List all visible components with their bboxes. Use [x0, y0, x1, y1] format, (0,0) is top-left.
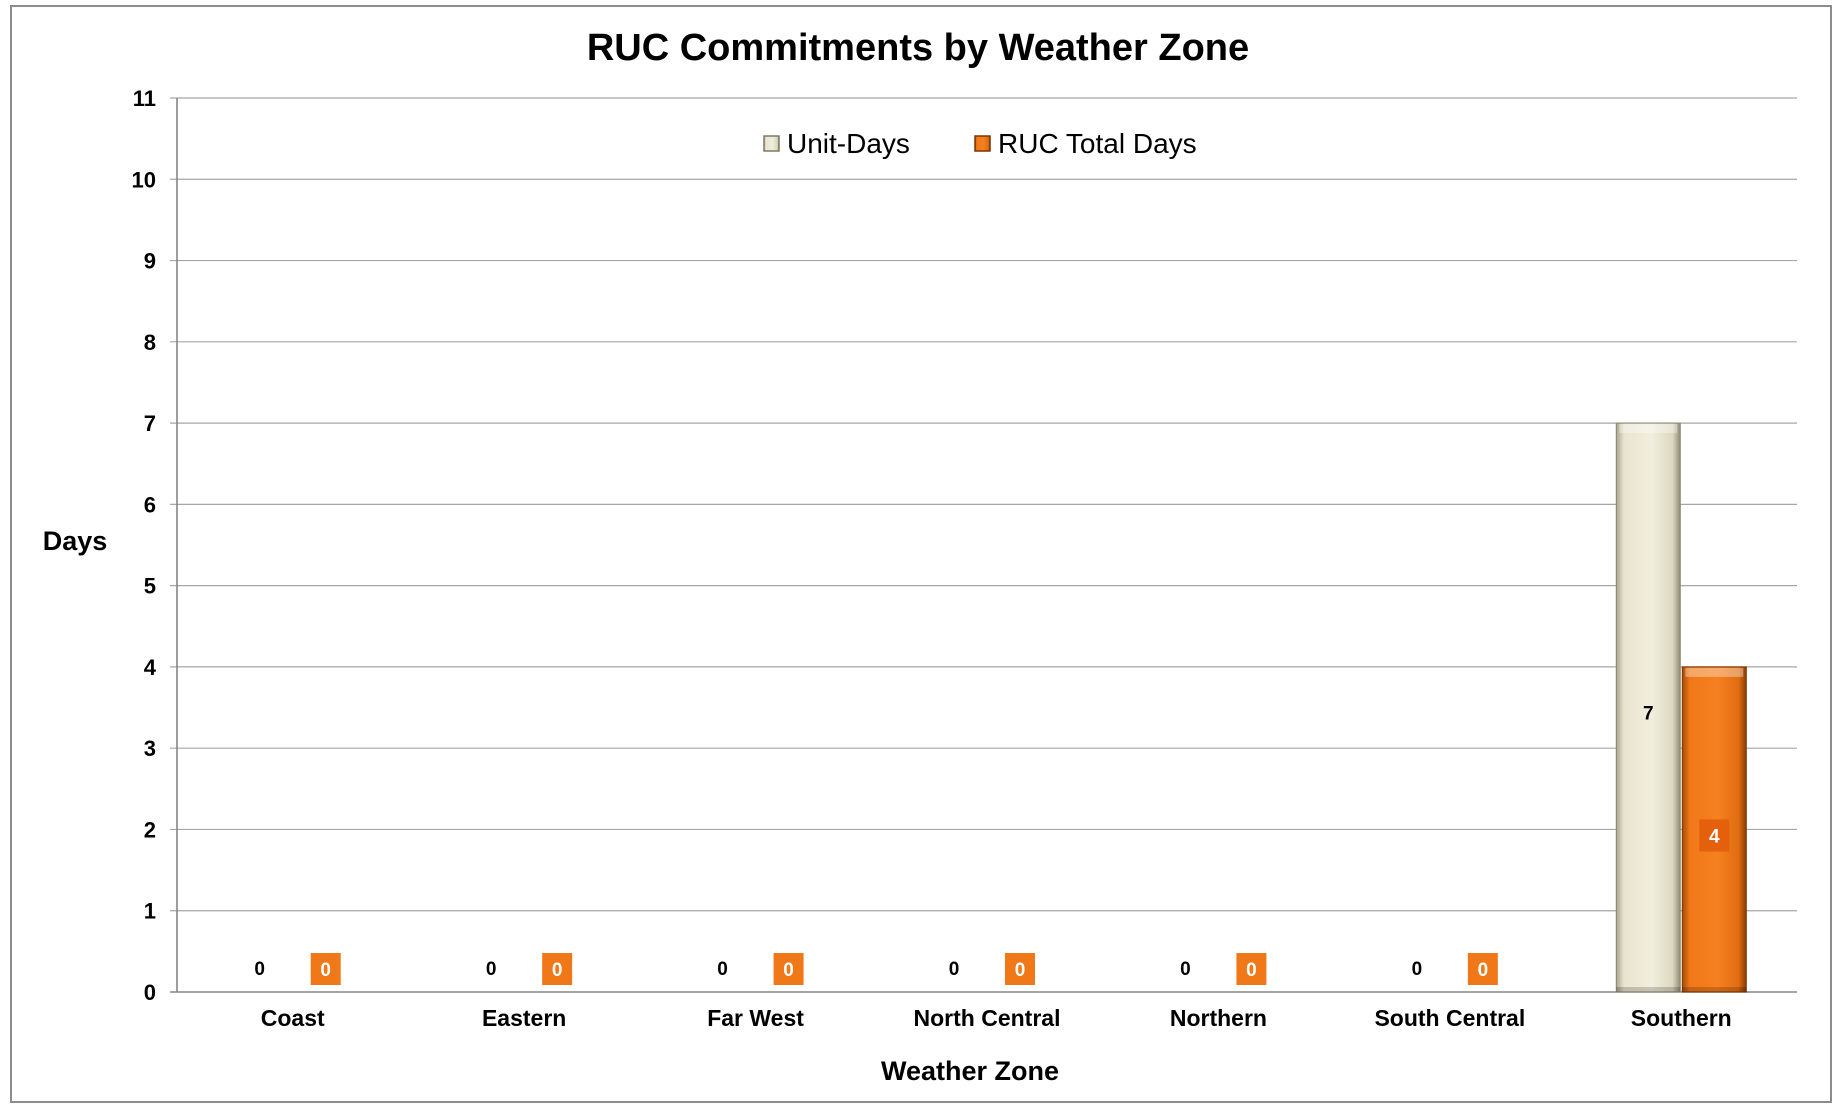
legend-swatch	[974, 135, 991, 152]
data-label-unit-days: 0	[1180, 959, 1191, 980]
data-label-ruc-total-days: 0	[1246, 960, 1257, 981]
y-tick-label: 3	[144, 736, 156, 761]
legend-item: RUC Total Days	[974, 128, 1197, 159]
data-label-bg	[1467, 953, 1498, 985]
y-tick-label: 4	[144, 655, 157, 680]
y-tick-label: 5	[144, 574, 156, 599]
legend-swatch	[763, 135, 780, 152]
legend-label: RUC Total Days	[998, 128, 1197, 159]
y-tick-label: 10	[132, 167, 156, 192]
grid-layer	[170, 97, 1797, 993]
legend: Unit-Days RUC Total Days	[763, 128, 1197, 159]
y-tick-label: 6	[144, 492, 156, 517]
data-label-bg	[542, 953, 573, 985]
y-tick-labels: 0 1 2 3 4 5 6 7 8 9 10 11	[132, 86, 157, 1005]
data-label-ruc-total-days: 4	[1709, 826, 1720, 847]
data-label-bg	[1699, 819, 1730, 852]
data-label-ruc-total-days: 0	[783, 960, 794, 981]
x-tick-labels: Coast Eastern Far West North Central Norther…	[261, 1005, 1732, 1031]
x-tick-label: Southern	[1631, 1005, 1732, 1031]
y-tick-label: 11	[133, 86, 156, 111]
y-tick-label: 8	[144, 330, 156, 355]
data-label-unit-days: 0	[717, 959, 728, 980]
x-axis-title: Weather Zone	[881, 1056, 1059, 1086]
data-label-ruc-total-days: 0	[1015, 960, 1026, 981]
x-tick-label: Coast	[261, 1005, 325, 1031]
chart-frame	[10, 5, 1832, 1103]
y-tick-label: 1	[144, 899, 156, 924]
data-label-unit-days: 0	[486, 959, 497, 980]
legend-item: Unit-Days	[763, 128, 910, 159]
y-axis-title: Days	[43, 526, 108, 556]
chart-title: RUC Commitments by Weather Zone	[587, 27, 1249, 69]
bar-layer	[1615, 422, 1747, 993]
x-tick-label: Eastern	[482, 1005, 566, 1031]
data-label-ruc-total-days: 0	[552, 960, 563, 981]
legend-label: Unit-Days	[787, 128, 910, 159]
data-label-bg	[773, 953, 804, 985]
y-tick-label: 2	[144, 817, 156, 842]
data-label-bg	[1236, 953, 1267, 985]
x-tick-label: North Central	[914, 1005, 1061, 1031]
x-tick-label: Northern	[1170, 1005, 1267, 1031]
data-label-ruc-total-days: 0	[1478, 960, 1489, 981]
data-label-unit-days: 0	[254, 959, 265, 980]
y-tick-label: 7	[144, 411, 156, 436]
data-label-ruc-total-days: 0	[320, 960, 331, 981]
data-label-bg	[1005, 953, 1035, 985]
data-label-unit-days: 0	[1412, 959, 1423, 980]
data-label-bg	[310, 953, 341, 985]
data-label-unit-days: 7	[1643, 704, 1654, 725]
data-label-unit-days: 0	[949, 959, 960, 980]
data-labels: 0 0 0 0 0 0 0 0 0 0 0 0 7 4	[254, 704, 1730, 985]
x-tick-label: South Central	[1374, 1005, 1525, 1031]
bar-unit-days	[1615, 422, 1681, 993]
x-tick-label: Far West	[707, 1005, 804, 1031]
y-tick-label: 9	[144, 249, 156, 274]
y-tick-label: 0	[144, 980, 156, 1005]
